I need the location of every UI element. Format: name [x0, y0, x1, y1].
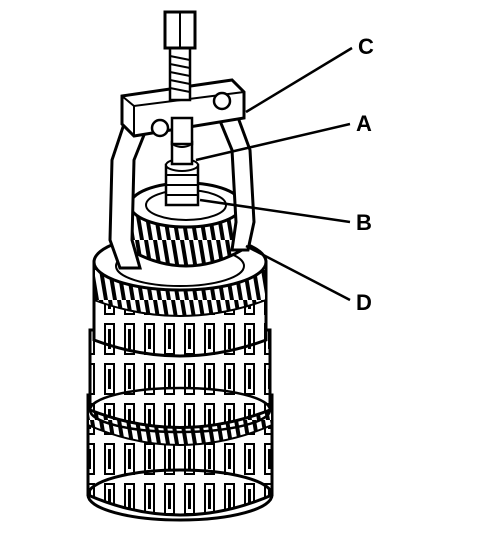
leader-line-b: [199, 198, 351, 224]
callout-c: C: [358, 34, 374, 59]
shaft-bearing: [164, 158, 200, 207]
leader-lines: [195, 46, 353, 302]
callout-d: D: [356, 290, 372, 315]
middle-ring: [88, 328, 272, 434]
callout-a: A: [356, 111, 372, 136]
forcing-screw: [163, 10, 197, 146]
leader-line-d: [245, 244, 351, 302]
leader-line-c: [245, 46, 353, 114]
puller-crossbar: [120, 78, 246, 138]
callout-b: B: [356, 210, 372, 235]
puller-arms: [108, 110, 256, 270]
leader-line-a: [195, 122, 351, 162]
